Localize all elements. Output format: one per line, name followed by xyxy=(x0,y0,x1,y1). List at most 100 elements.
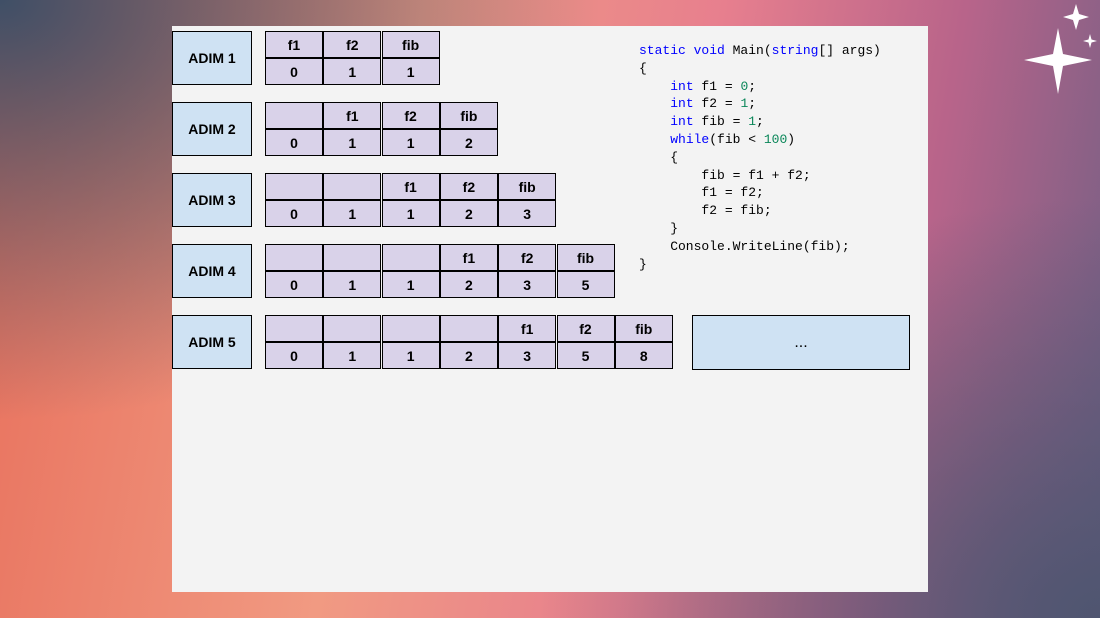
variable-header-cell: f2 xyxy=(323,31,382,58)
code-text: ) xyxy=(787,131,796,147)
variable-header-cell: f2 xyxy=(556,315,615,342)
sequence-value-cell: 1 xyxy=(323,58,382,85)
code-text: ; xyxy=(748,78,757,94)
variable-header-cell: f1 xyxy=(265,31,323,58)
code-text: fib = f1 + f2; xyxy=(639,167,811,183)
code-number: 0 xyxy=(740,78,749,94)
sequence-value-cell: 2 xyxy=(439,271,498,298)
code-text: f1 = xyxy=(693,78,741,94)
code-line: Console.WriteLine(fib); xyxy=(639,238,881,256)
sequence-value-cell: 0 xyxy=(265,200,323,227)
code-text: Console.WriteLine(fib); xyxy=(639,238,850,254)
sequence-value-cell: 2 xyxy=(439,129,498,156)
code-number: 1 xyxy=(748,114,757,130)
sequence-value-cell: 5 xyxy=(556,271,615,298)
variable-header-cell xyxy=(265,102,323,129)
variable-header-cell: f2 xyxy=(381,102,440,129)
code-line: int f2 = 1; xyxy=(639,95,881,113)
code-text: } xyxy=(639,256,647,272)
variable-header-cell: f1 xyxy=(381,173,440,200)
ellipsis-text: ... xyxy=(794,333,808,351)
code-line: int fib = 1; xyxy=(639,113,881,131)
code-line: { xyxy=(639,149,881,167)
sequence-value-cell: 1 xyxy=(323,200,382,227)
code-text: (fib < xyxy=(709,131,764,147)
sequence-value-cell: 3 xyxy=(498,271,557,298)
code-text xyxy=(639,96,670,111)
sequence-value-cell: 1 xyxy=(381,58,440,85)
variable-header-cell: fib xyxy=(381,31,440,58)
code-line: } xyxy=(639,220,881,238)
sequence-value-cell: 0 xyxy=(265,58,323,85)
code-line: static void Main(string[] args) xyxy=(639,42,881,60)
code-number: 100 xyxy=(763,131,788,147)
code-line: } xyxy=(639,256,881,274)
code-block: static void Main(string[] args){ int f1 … xyxy=(639,42,881,273)
variable-header-cell xyxy=(439,315,498,342)
sequence-value-cell: 0 xyxy=(265,271,323,298)
variable-header-cell: f2 xyxy=(439,173,498,200)
code-text: [] args) xyxy=(818,43,881,58)
code-line: f1 = f2; xyxy=(639,184,881,202)
code-keyword: int xyxy=(670,78,694,94)
variable-header-cell: fib xyxy=(614,315,673,342)
step-label: ADIM 2 xyxy=(172,102,252,156)
variable-header-cell xyxy=(381,315,440,342)
variable-header-cell xyxy=(381,244,440,271)
variable-header-cell: f1 xyxy=(439,244,498,271)
code-line: while(fib < 100) xyxy=(639,131,881,149)
step-label: ADIM 5 xyxy=(172,315,252,369)
code-text: f2 = xyxy=(693,96,741,112)
variable-header-cell: f1 xyxy=(323,102,382,129)
code-keyword: int xyxy=(670,96,694,112)
step-label: ADIM 4 xyxy=(172,244,252,298)
code-text: f2 = fib; xyxy=(639,203,772,219)
code-text: fib = xyxy=(693,114,749,130)
variable-header-cell: f1 xyxy=(498,315,557,342)
code-text: } xyxy=(639,220,679,236)
sequence-value-cell: 0 xyxy=(265,342,323,369)
code-keyword: string xyxy=(771,43,819,58)
sequence-value-cell: 1 xyxy=(323,129,382,156)
code-text xyxy=(639,79,670,94)
sequence-value-cell: 0 xyxy=(265,129,323,156)
code-text xyxy=(639,132,670,147)
code-text: { xyxy=(639,149,679,165)
code-text: f1 = f2; xyxy=(639,185,764,201)
code-text: ; xyxy=(756,114,764,130)
step-label: ADIM 1 xyxy=(172,31,252,85)
code-keyword: static void xyxy=(639,43,725,58)
code-line: fib = f1 + f2; xyxy=(639,167,881,185)
variable-header-cell: fib xyxy=(498,173,557,200)
sparkle-icon xyxy=(1024,4,1097,94)
sequence-value-cell: 2 xyxy=(439,342,498,369)
sequence-value-cell: 1 xyxy=(381,271,440,298)
sequence-value-cell: 1 xyxy=(381,200,440,227)
variable-header-cell: fib xyxy=(439,102,498,129)
step-label: ADIM 3 xyxy=(172,173,252,227)
code-line: int f1 = 0; xyxy=(639,78,881,96)
sequence-value-cell: 5 xyxy=(556,342,615,369)
sequence-value-cell: 8 xyxy=(614,342,673,369)
code-line: f2 = fib; xyxy=(639,202,881,220)
code-line: { xyxy=(639,60,881,78)
sequence-value-cell: 2 xyxy=(439,200,498,227)
variable-header-cell xyxy=(265,315,323,342)
variable-header-cell: f2 xyxy=(498,244,557,271)
code-keyword: while xyxy=(670,131,710,147)
code-text: Main( xyxy=(724,43,772,58)
sequence-value-cell: 1 xyxy=(381,129,440,156)
code-text xyxy=(639,114,670,129)
variable-header-cell xyxy=(323,315,382,342)
code-text: { xyxy=(639,60,647,76)
variable-header-cell xyxy=(265,244,323,271)
sequence-value-cell: 3 xyxy=(498,342,557,369)
ellipsis-box: ... xyxy=(692,315,910,370)
variable-header-cell xyxy=(265,173,323,200)
sequence-value-cell: 1 xyxy=(323,271,382,298)
code-text: ; xyxy=(748,96,757,112)
sequence-value-cell: 1 xyxy=(381,342,440,369)
variable-header-cell xyxy=(323,244,382,271)
sequence-value-cell: 1 xyxy=(323,342,382,369)
